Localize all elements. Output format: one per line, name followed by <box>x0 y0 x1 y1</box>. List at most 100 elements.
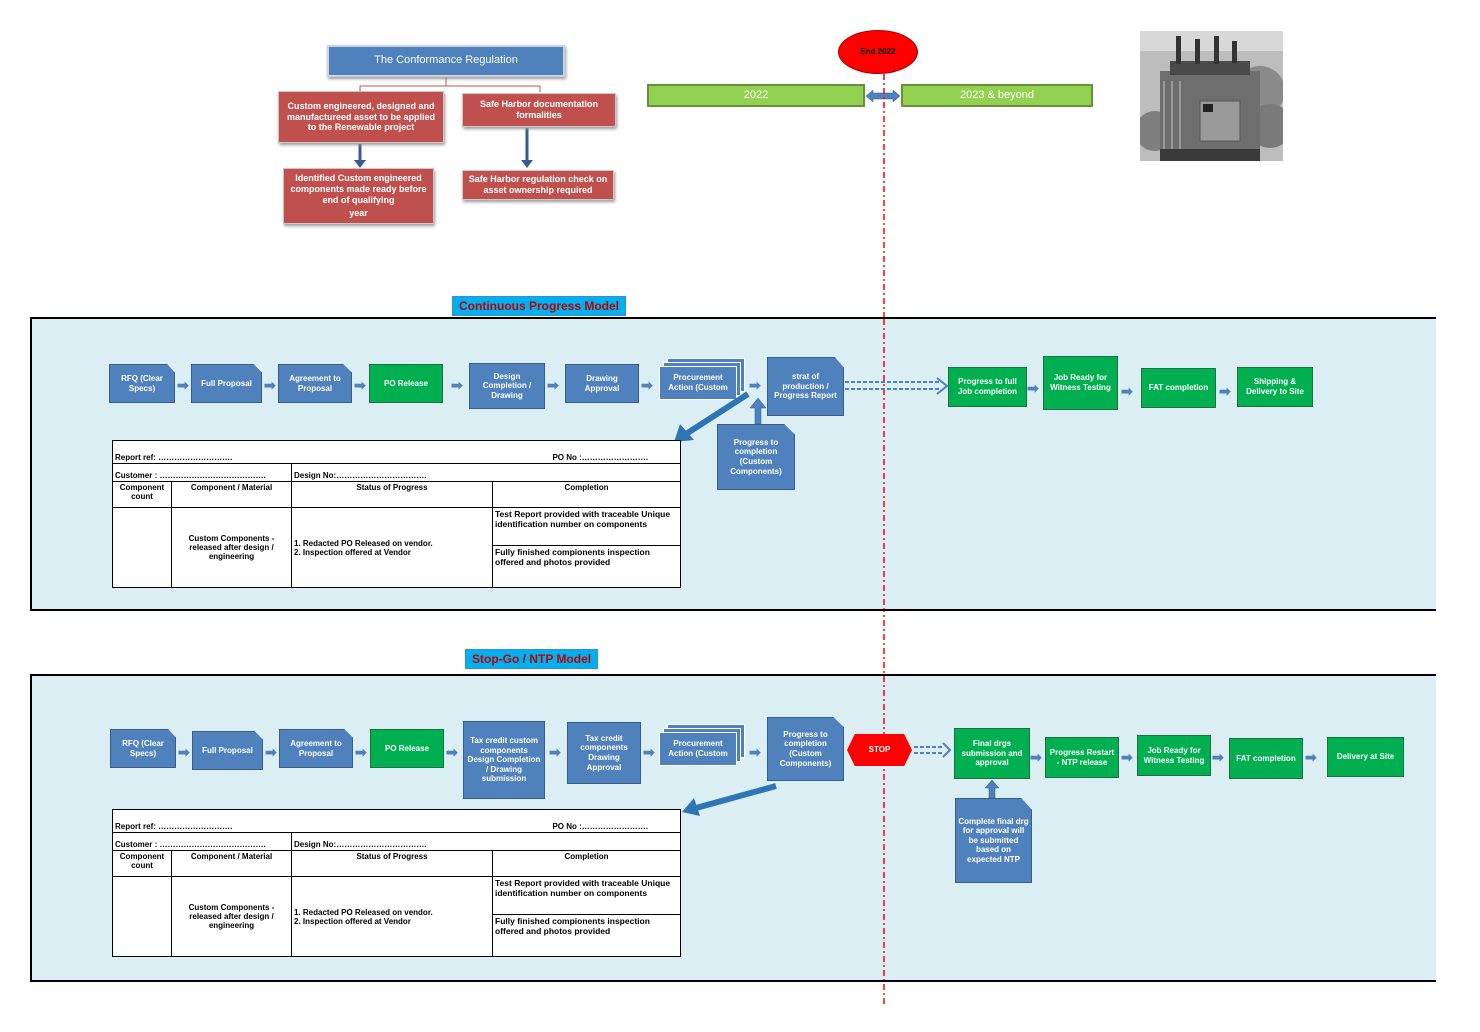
cell-material: Custom Components - released after desig… <box>171 507 292 588</box>
cell-component-count <box>112 876 172 957</box>
cell-status: 1. Redacted PO Released on vendor.2. Ins… <box>291 507 493 588</box>
header-completion: Completion <box>491 850 682 877</box>
s1-full-job-step: Progress to full Job completion <box>948 367 1027 407</box>
arrow-icon: ➡ <box>1027 380 1039 396</box>
report-design: Design No:……………………………. <box>290 463 682 482</box>
report-customer: Customer : …………………………………. <box>112 463 292 482</box>
s2-witness-testing-step: Job Ready for Witness Testing <box>1137 735 1211 776</box>
s2-tax-credit-approval-step: Tax credit components Drawing Approval <box>567 722 641 784</box>
cell-completion-1: Test Report provided with traceable Uniq… <box>491 876 682 915</box>
report-po: PO No :……………………. <box>552 822 649 831</box>
s1-diagonal-arrow-icon <box>674 391 750 442</box>
regulation-left-result-text: Identified Custom engineered components … <box>290 172 427 205</box>
status-line-2: 2. Inspection offered at Vendor <box>294 916 411 926</box>
s1-dashed-arrow <box>845 377 949 395</box>
arrow-icon: ➡ <box>1212 749 1224 765</box>
s2-tax-credit-design-step: Tax credit custom components Design Comp… <box>463 721 545 799</box>
s2-po-release-step: PO Release <box>370 729 444 768</box>
cell-completion-2: Fully finished compionents inspection of… <box>491 545 682 588</box>
cell-component-count <box>112 507 172 588</box>
arrow-icon: ➡ <box>1305 749 1317 765</box>
arrow-icon: ➡ <box>1219 383 1231 399</box>
regulation-right-condition: Safe Harbor documentation formalities <box>462 93 616 127</box>
s2-diagonal-arrow-icon <box>682 783 777 816</box>
timeline-2022: 2022 <box>647 84 865 107</box>
regulation-title: The Conformance Regulation <box>327 45 565 77</box>
regulation-left-condition: Custom engineered, designed and manufact… <box>278 91 444 143</box>
arrow-icon: ➡ <box>177 377 189 393</box>
s1-up-arrow-icon <box>750 398 766 424</box>
report-ref: Report ref: ………………………. <box>115 453 233 462</box>
cell-completion-1: Test Report provided with traceable Uniq… <box>491 507 682 546</box>
s1-agreement-step: Agreement to Proposal <box>278 364 352 403</box>
s1-progress-note: Progress to completion (Custom Component… <box>717 424 795 490</box>
s2-ntp-restart-step: Progress Restart - NTP release <box>1045 737 1119 778</box>
s1-procurement-step: Procurement Action (Custom <box>659 366 737 400</box>
status-line-1: 1. Redacted PO Released on vendor. <box>294 538 433 548</box>
arrow-icon: ➡ <box>1121 749 1133 765</box>
arrow-icon: ➡ <box>265 744 277 760</box>
transformer-photo <box>1140 31 1283 161</box>
s2-report-table: Report ref: ………………………. PO No :……………………. C… <box>111 809 682 957</box>
s1-witness-testing-step: Job Ready for Witness Testing <box>1043 356 1118 410</box>
report-customer: Customer : …………………………………. <box>112 832 292 851</box>
report-ref: Report ref: ………………………. <box>115 822 233 831</box>
header-component-material: Component / Material <box>171 850 292 877</box>
s2-final-drgs-step: Final drgs submission and approval <box>954 728 1030 779</box>
section1-title: Continuous Progress Model <box>452 296 627 316</box>
cell-completion-2: Fully finished compionents inspection of… <box>491 914 682 957</box>
arrow-icon: ➡ <box>547 377 559 393</box>
regulation-right-result: Safe Harbor regulation check on asset ow… <box>462 170 614 200</box>
report-po: PO No :……………………. <box>552 453 649 462</box>
regulation-connectors <box>354 77 541 168</box>
end-2022-marker: End 2022 <box>838 30 918 74</box>
s2-up-arrow-icon <box>985 780 999 798</box>
arrow-icon: ➡ <box>1121 383 1133 399</box>
regulation-left-result-year: year <box>349 208 368 219</box>
s1-po-release-step: PO Release <box>369 364 443 403</box>
status-line-1: 1. Redacted PO Released on vendor. <box>294 907 433 917</box>
arrow-icon: ➡ <box>749 744 761 760</box>
header-status: Status of Progress <box>291 481 493 508</box>
arrow-icon: ➡ <box>178 744 190 760</box>
arrow-icon: ➡ <box>549 744 561 760</box>
section2-title: Stop-Go / NTP Model <box>465 649 599 669</box>
s2-agreement-step: Agreement to Proposal <box>279 729 353 768</box>
timeline-double-arrow-icon <box>866 89 900 103</box>
arrow-icon: ➡ <box>264 377 276 393</box>
timeline-2023-beyond: 2023 & beyond <box>901 84 1093 107</box>
s1-production-step: strat of production / Progress Report <box>767 357 844 416</box>
s1-shipping-step: Shipping & Delivery to Site <box>1237 367 1313 407</box>
cell-status: 1. Redacted PO Released on vendor.2. Ins… <box>291 876 493 957</box>
s2-fat-step: FAT completion <box>1229 738 1303 779</box>
header-completion: Completion <box>491 481 682 508</box>
stop-sign: STOP <box>847 734 912 766</box>
report-design: Design No:……………………………. <box>290 832 682 851</box>
section1-divider <box>883 319 885 609</box>
status-line-2: 2. Inspection offered at Vendor <box>294 547 411 557</box>
regulation-left-result: Identified Custom engineered components … <box>283 168 434 224</box>
cell-material: Custom Components - released after desig… <box>171 876 292 957</box>
s1-report-table: Report ref: ………………………. PO No :……………………. C… <box>111 440 682 588</box>
s1-fat-step: FAT completion <box>1141 368 1216 408</box>
s2-rfq-step: RFQ (Clear Specs) <box>110 729 176 768</box>
s2-dashed-arrow <box>914 742 952 758</box>
s2-delivery-step: Delivery at Site <box>1327 737 1404 777</box>
s1-drawing-approval-step: Drawing Approval <box>565 364 639 403</box>
header-component-count: Component count <box>112 850 172 877</box>
arrow-icon: ➡ <box>643 744 655 760</box>
s2-progress-step: Progress to completion (Custom Component… <box>767 717 844 781</box>
section2-divider <box>883 676 885 980</box>
s1-full-proposal-step: Full Proposal <box>191 364 262 403</box>
s2-procurement-step: Procurement Action (Custom <box>659 732 737 766</box>
arrow-icon: ➡ <box>354 377 366 393</box>
s2-final-drg-note: Complete final drg for approval will be … <box>955 798 1032 883</box>
arrow-icon: ➡ <box>451 377 463 393</box>
header-component-material: Component / Material <box>171 481 292 508</box>
arrow-icon: ➡ <box>749 377 761 393</box>
arrow-icon: ➡ <box>641 377 653 393</box>
arrow-icon: ➡ <box>1030 749 1042 765</box>
s2-full-proposal-step: Full Proposal <box>192 731 263 770</box>
header-component-count: Component count <box>112 481 172 508</box>
s1-design-step: Design Completion / Drawing <box>469 363 545 409</box>
